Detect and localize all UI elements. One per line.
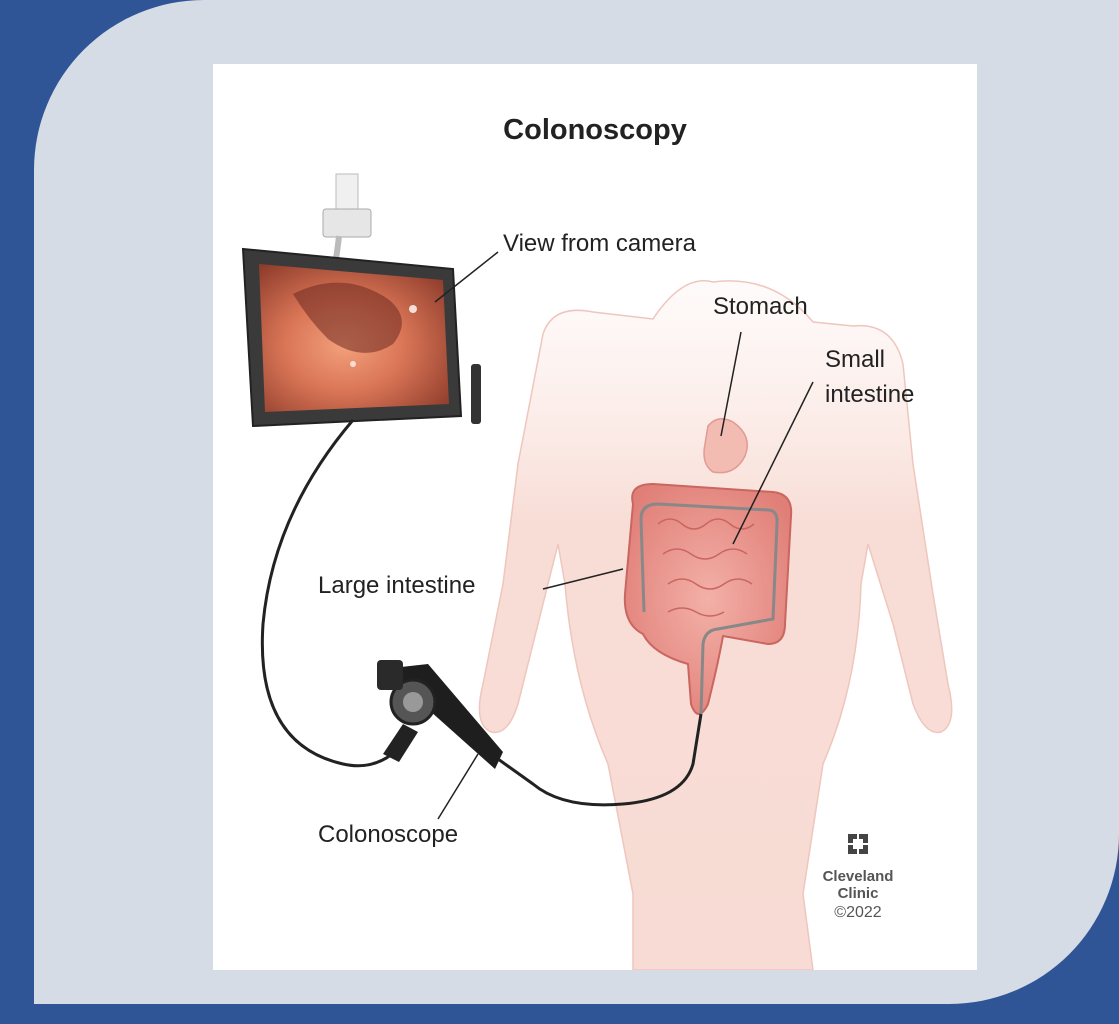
- monitor: [243, 249, 481, 426]
- label-small-intestine-line2: intestine: [825, 380, 914, 409]
- label-view-from-camera: View from camera: [503, 229, 696, 258]
- label-small-intestine-line1: Small: [825, 345, 885, 374]
- label-stomach: Stomach: [713, 292, 808, 321]
- monitor-mount: [323, 174, 371, 264]
- label-large-intestine: Large intestine: [318, 571, 475, 600]
- cleveland-clinic-logo: Cleveland Clinic ©2022: [813, 832, 903, 924]
- copyright: ©2022: [813, 902, 903, 924]
- label-colonoscope: Colonoscope: [318, 820, 458, 849]
- diagram-card: Colonoscopy View from camera Stomach Sma…: [213, 64, 977, 970]
- diagram-title: Colonoscopy: [213, 114, 977, 147]
- logo-line1: Cleveland: [813, 868, 903, 885]
- logo-line2: Clinic: [813, 885, 903, 902]
